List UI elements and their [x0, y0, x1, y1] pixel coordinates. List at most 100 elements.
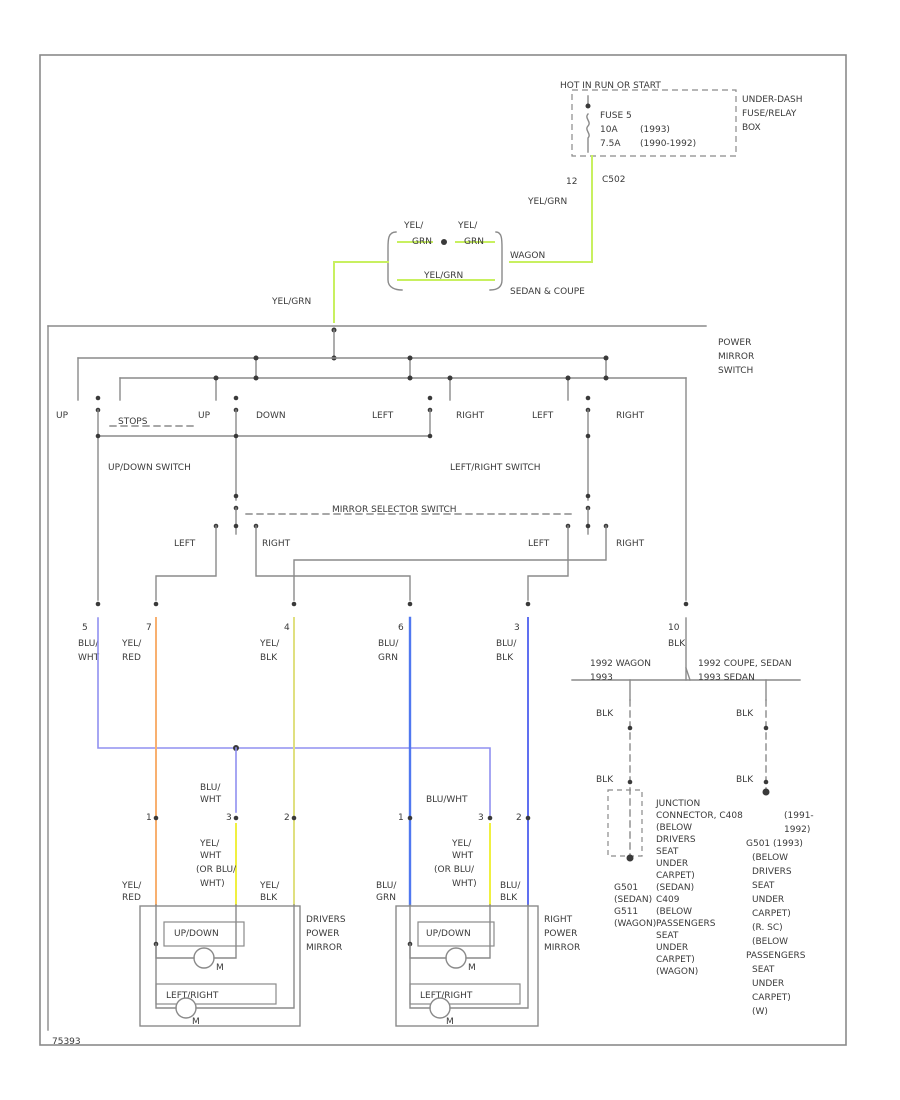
mirror-wire: WHT): [200, 879, 225, 889]
splice-block: YEL/ GRN YEL/ GRN YEL/GRN WAGON SEDAN & …: [271, 221, 585, 307]
fuse-rating-2: 7.5A: [600, 139, 621, 149]
gnd-text: (BELOW: [656, 907, 692, 917]
gnd-text: (SEDAN): [614, 895, 652, 905]
splice-wire-c: YEL/GRN: [423, 271, 463, 281]
gnd-text: JUNCTION: [655, 799, 700, 809]
gnd-text: C409: [656, 895, 680, 905]
box-label-2: FUSE/RELAY: [742, 109, 797, 119]
motor-label: UP/DOWN: [426, 929, 471, 939]
switch-title-1: POWER: [718, 338, 751, 348]
gnd-text: SEAT: [752, 881, 775, 891]
mirror-name: MIRROR: [544, 943, 580, 953]
mirror-name: DRIVERS: [306, 915, 346, 925]
mirror-wire: WHT: [200, 795, 222, 805]
mirror-name: POWER: [544, 929, 577, 939]
label-left1: LEFT: [372, 411, 394, 421]
label-sel-right1: RIGHT: [262, 539, 291, 549]
pin-wire: GRN: [378, 653, 398, 663]
pin-labels: 5 BLU/ WHT 7 YEL/ RED 4 YEL/ BLK 6 BLU/ …: [78, 623, 686, 663]
mirror-wire: YEL/: [121, 881, 142, 891]
motor-icon: [429, 997, 451, 1019]
pin-wire: YEL/: [259, 639, 280, 649]
gnd-text: SEAT: [656, 847, 679, 857]
mirror-wire: BLU/: [200, 783, 221, 793]
gnd-text: UNDER: [752, 895, 784, 905]
label-sel-right2: RIGHT: [616, 539, 645, 549]
mirror-wire: WHT: [452, 851, 474, 861]
mirror-pin: 1: [146, 813, 152, 823]
fuse-years-1: (1993): [640, 125, 670, 135]
fuse-relay-box: HOT IN RUN OR START FUSE 5 10A (1993) 7.…: [527, 81, 802, 207]
label-stops: STOPS: [118, 417, 148, 427]
mirror-wire: WHT): [452, 879, 477, 889]
motor-m: M: [446, 1017, 454, 1027]
switch-contacts: [95, 395, 591, 413]
gnd-text: DRIVERS: [656, 835, 696, 845]
gnd-text: SEAT: [752, 965, 775, 975]
pin-label: 10: [668, 623, 680, 633]
pin-label: 3: [514, 623, 520, 633]
splice-feed: YEL/GRN: [271, 297, 311, 307]
pin-wire: WHT: [78, 653, 100, 663]
splice-wire-a2: GRN: [412, 237, 432, 247]
gnd-text: (1991-: [784, 811, 814, 821]
gnd-text: (BELOW: [656, 823, 692, 833]
mirror-wire: YEL/: [259, 881, 280, 891]
mirror-pin: 2: [284, 813, 290, 823]
mirror-name: MIRROR: [306, 943, 342, 953]
gnd-text: (R. SC): [752, 923, 783, 933]
motor-label: UP/DOWN: [174, 929, 219, 939]
fuse-icon: [586, 95, 590, 153]
label-right1: RIGHT: [456, 411, 485, 421]
label-down: DOWN: [256, 411, 286, 421]
mirror-pin: 1: [398, 813, 404, 823]
pin-wire: BLK: [496, 653, 514, 663]
mirror-wire: BLU/: [376, 881, 397, 891]
wire-yel-grn-feed: [509, 155, 593, 263]
fuse-years-2: (1990-1992): [640, 139, 696, 149]
gnd-text: CARPET): [656, 871, 695, 881]
label-selector-switch: MIRROR SELECTOR SWITCH: [332, 505, 457, 515]
wire-yel-grn-to-switch: [333, 261, 389, 323]
fuse-pin: 12: [566, 177, 577, 187]
motor-label: LEFT/RIGHT: [420, 991, 473, 1001]
switch-title-2: MIRROR: [718, 352, 754, 362]
label-up2: UP: [198, 411, 211, 421]
pin-wire: RED: [122, 653, 141, 663]
gnd-text: (BELOW: [752, 937, 788, 947]
pin-wire: BLU/: [78, 639, 99, 649]
label-sel-left2: LEFT: [528, 539, 550, 549]
mirror-wire: YEL/: [199, 839, 220, 849]
splice-sedan-coupe: SEDAN & COUPE: [510, 287, 585, 297]
pin-wire: BLK: [260, 653, 278, 663]
fuse-name: FUSE 5: [600, 111, 632, 121]
splice-wire-a: YEL/: [403, 221, 424, 231]
label-updown-switch: UP/DOWN SWITCH: [108, 463, 191, 473]
mirror-wire: RED: [122, 893, 141, 903]
right-power-mirror: 1 3 2 BLU/WHT YEL/ WHT (OR BLU/ WHT) BLU…: [376, 795, 580, 1027]
motor-icon: [445, 947, 467, 969]
ground-coupe-label: 1992 COUPE, SEDAN: [698, 659, 792, 669]
gnd-text: (BELOW: [752, 853, 788, 863]
power-mirror-switch: POWER MIRROR SWITCH UP: [47, 325, 754, 1031]
gnd-text: G511: [614, 907, 638, 917]
fuse-hot-label: HOT IN RUN OR START: [560, 81, 661, 91]
ground-blk2: BLK: [736, 709, 754, 719]
motor-icon: [193, 947, 215, 969]
motor-label: LEFT/RIGHT: [166, 991, 219, 1001]
footer-code: 75393: [52, 1037, 81, 1047]
gnd-text: 1992): [784, 825, 810, 835]
gnd-text: PASSENGERS: [746, 951, 806, 961]
mirror-wire: WHT: [200, 851, 222, 861]
gnd-text: (SEDAN): [656, 883, 694, 893]
splice-wagon: WAGON: [510, 251, 545, 261]
pin-wire: BLU/: [378, 639, 399, 649]
switch-title-3: SWITCH: [718, 366, 753, 376]
label-up: UP: [56, 411, 69, 421]
mirror-name: RIGHT: [544, 915, 573, 925]
mirror-wire: GRN: [376, 893, 396, 903]
gnd-text: UNDER: [656, 859, 688, 869]
splice-wire-b2: GRN: [464, 237, 484, 247]
mirror-name: POWER: [306, 929, 339, 939]
